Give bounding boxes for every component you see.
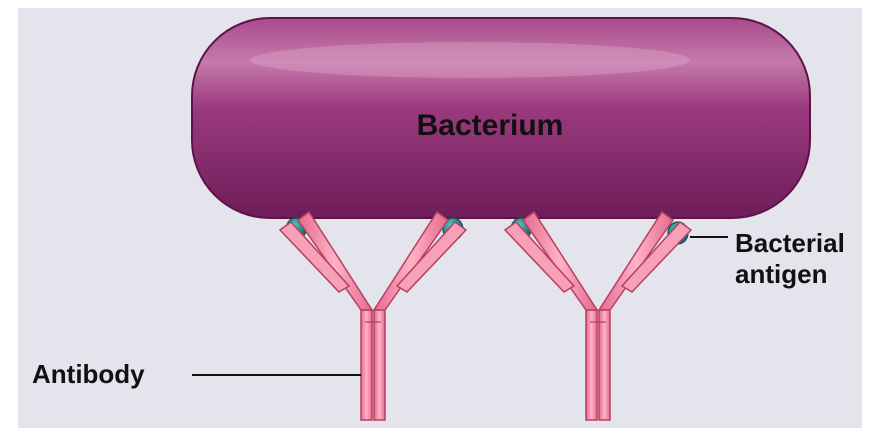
bacterium-shine [250,42,690,78]
antigen-label-line1: Bacterial [735,228,845,258]
bacterium: Bacterium [192,18,810,218]
antibody-label: Antibody [32,359,145,389]
antigen-label-line2: antigen [735,259,827,289]
bacterium-label: Bacterium [417,109,564,142]
